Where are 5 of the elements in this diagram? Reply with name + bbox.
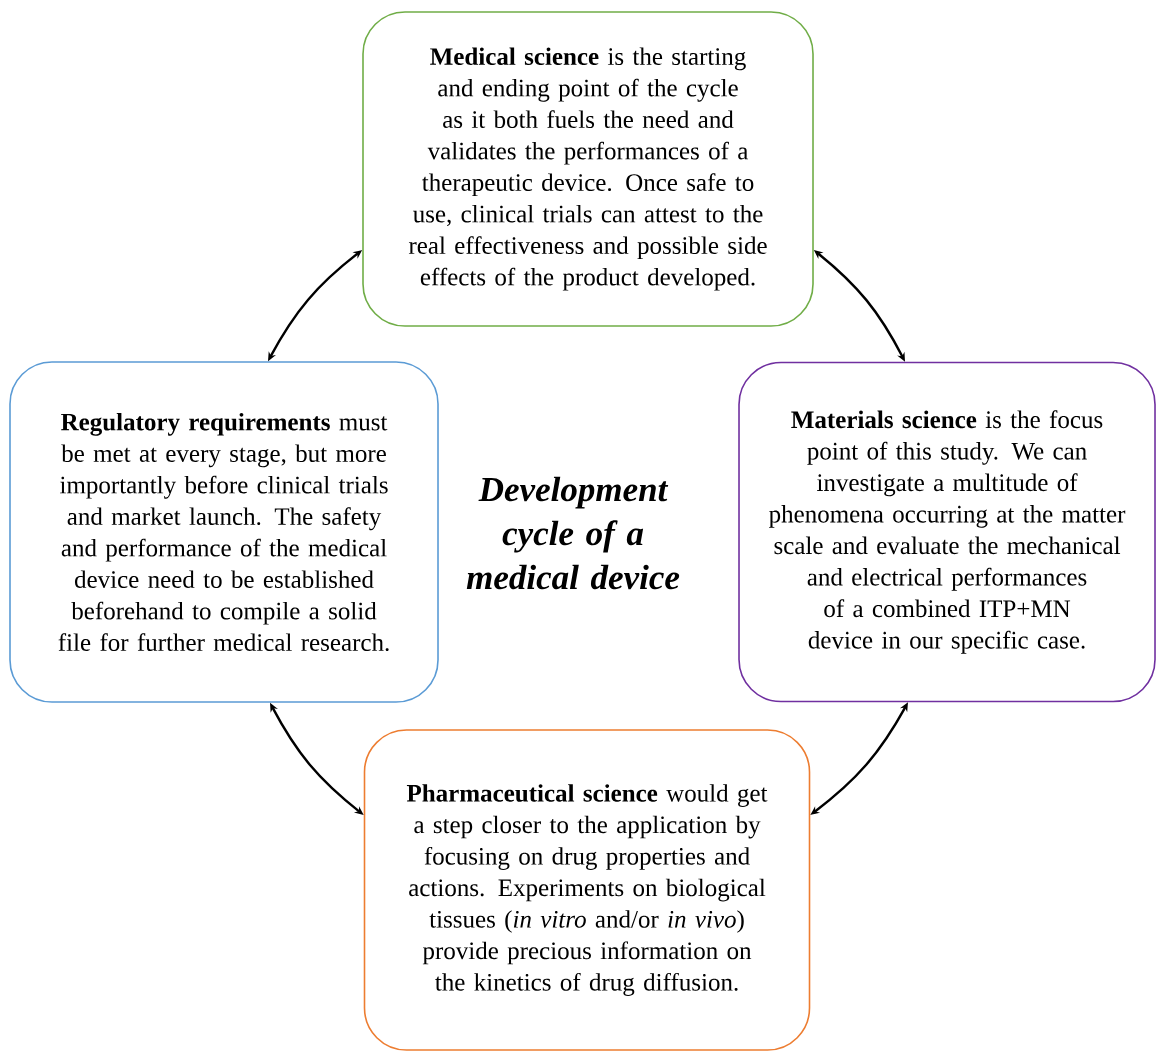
text-box: Regulatory requirements must be met at every stage, but more importantly before clinical trials and market launch. The safety and performance of the medical device need to be established beforehand to compile a solid file for further medical research.	[9, 361, 439, 703]
text-box: Medical science is the starting and ending point of the cycle as it both fuels the need and validates the performances of a therapeutic device. Once safe to use, clinical trials can attest to the real effectiveness and possible side effects of the product developed.	[362, 11, 814, 327]
text-box: Pharmaceutical science would get a step closer to the application by focusing on drug properties and actions. Experiments on biological tissues (in vitro and/or in vivo) provide precious information on the kinetics of drug diffusion.	[363, 729, 811, 1051]
text-box: Materials science is the focus point of this study. We can investigate a multitude of phenomena occurring at the matter scale and evaluate the mechanical and electrical performances of a combined ITP+MN device in our specific case.	[738, 361, 1156, 703]
title-text: Development cycle of a medical device	[466, 476, 680, 590]
